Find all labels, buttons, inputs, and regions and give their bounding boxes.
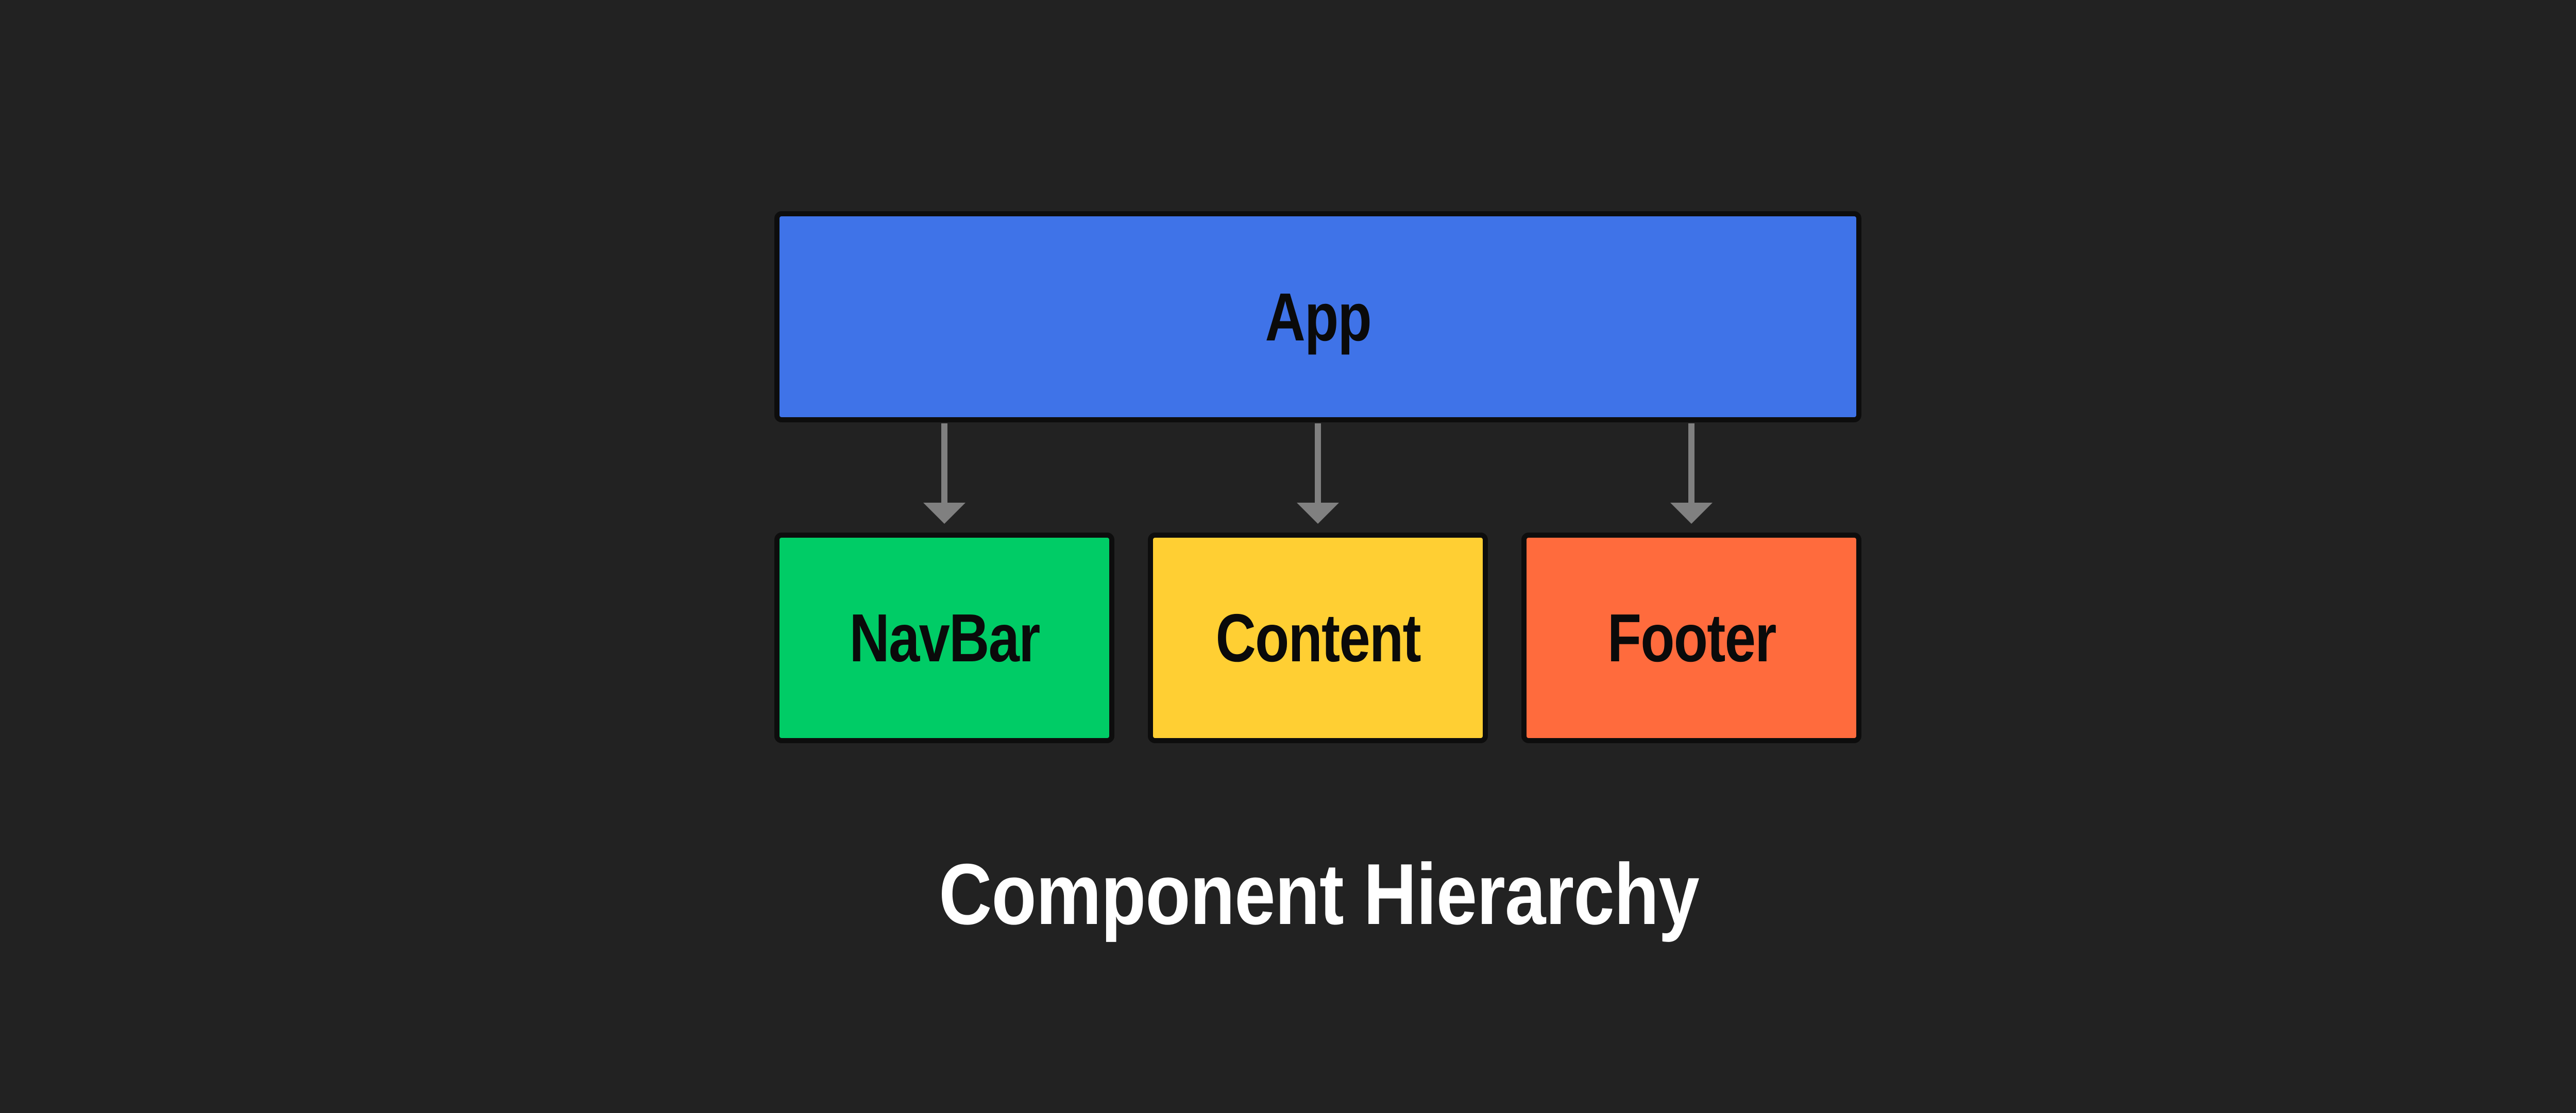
- navbar-node: NavBar: [774, 533, 1114, 743]
- navbar-node-label: NavBar: [849, 600, 1040, 676]
- app-node: App: [774, 211, 1861, 422]
- diagram-caption: Component Hierarchy: [0, 845, 2576, 944]
- caption-text: Component Hierarchy: [939, 846, 1699, 943]
- arrow-app-to-footer: [1670, 423, 1713, 524]
- footer-node: Footer: [1521, 533, 1861, 743]
- footer-node-label: Footer: [1607, 600, 1777, 676]
- app-node-label: App: [1265, 279, 1371, 355]
- content-node: Content: [1148, 533, 1488, 743]
- content-node-label: Content: [1215, 600, 1421, 676]
- arrow-app-to-content: [1297, 423, 1339, 524]
- arrow-app-to-navbar: [923, 423, 965, 524]
